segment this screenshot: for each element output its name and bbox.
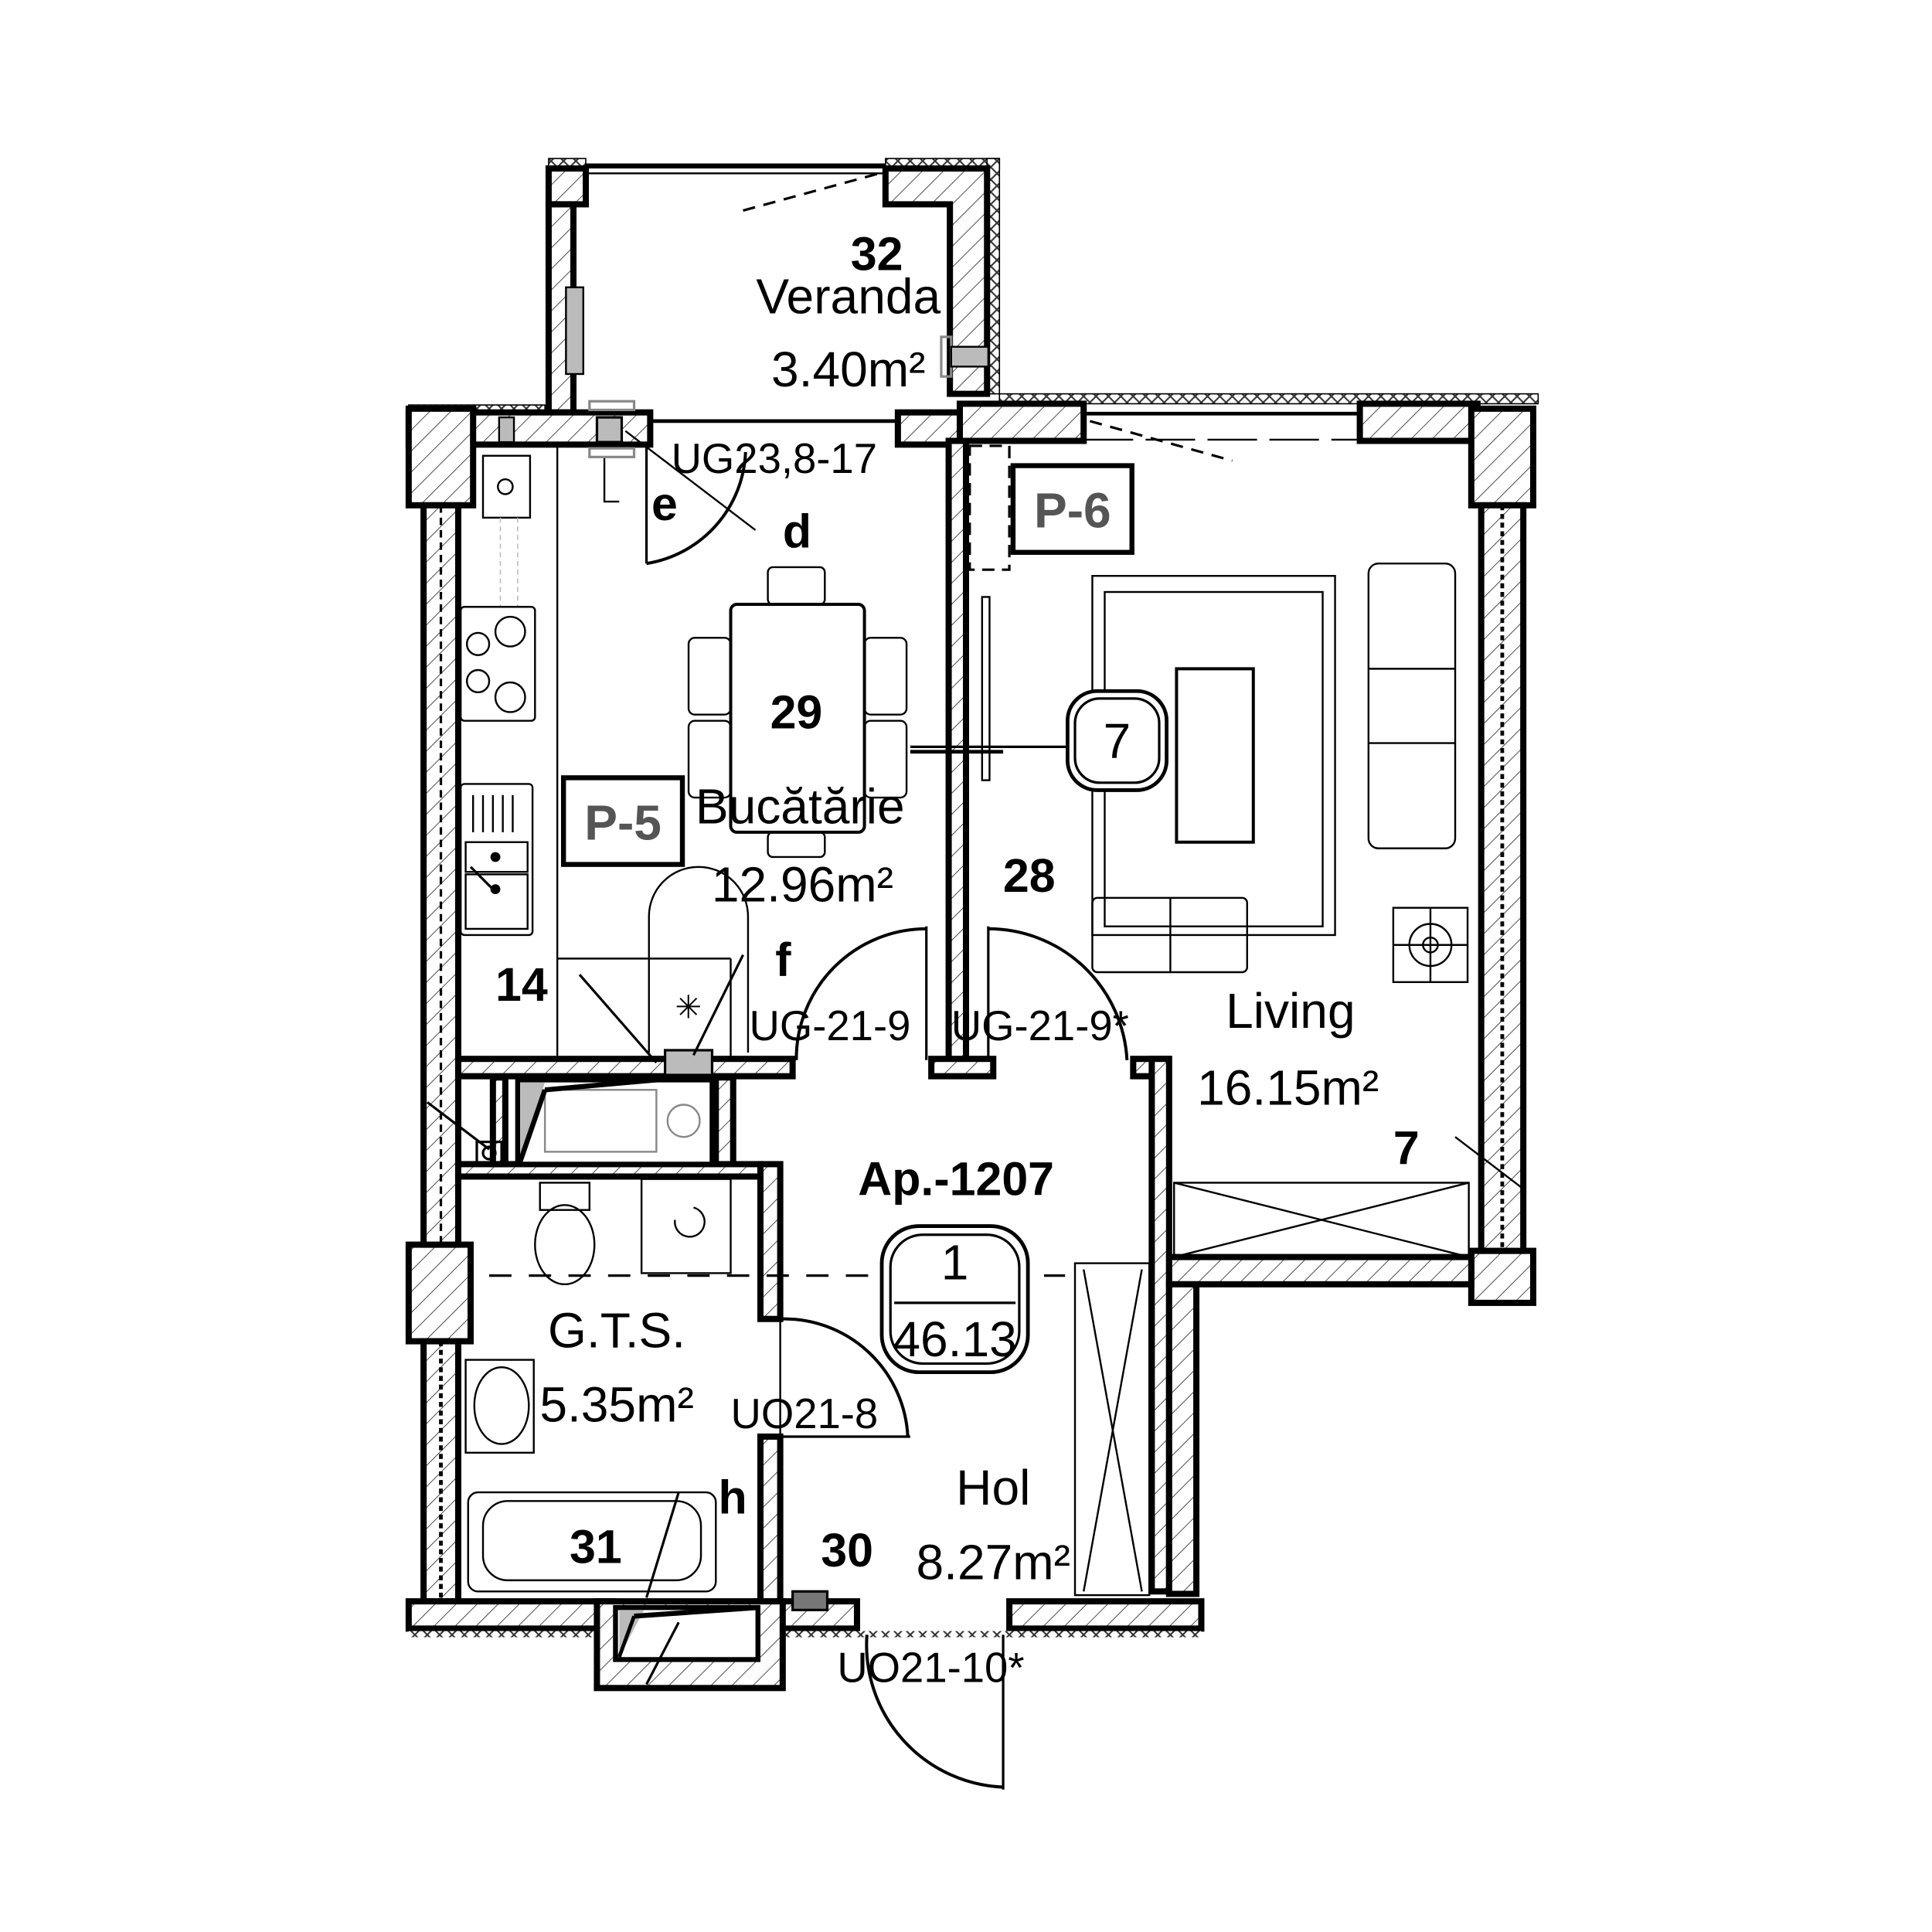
door-tag-ug21-9: UG-21-9: [750, 1002, 911, 1049]
bath-name: G.T.S.: [548, 1303, 685, 1359]
door-tag-ug21-9-star: UG-21-9*: [951, 1002, 1129, 1049]
bath-area: 5.35m²: [539, 1377, 693, 1433]
kitchen-number: 29: [770, 685, 823, 738]
door-tag-uo21-10: UO21-10*: [837, 1644, 1024, 1691]
panel-tag-p6: P-6: [1034, 483, 1111, 539]
marker-7: 7: [1393, 1121, 1420, 1174]
columns: [405, 405, 1536, 1345]
living-name: Living: [1226, 983, 1355, 1039]
bottom-walls: [405, 1590, 1205, 1692]
marker-d: d: [783, 505, 811, 557]
door-tag-ug23: UG23,8-17: [672, 435, 877, 482]
side-walls: [420, 502, 1527, 1605]
section-bubble: [1066, 689, 1169, 792]
marker-f: f: [775, 934, 791, 986]
marker-14: 14: [495, 958, 548, 1011]
coffee-table-icon: [1175, 667, 1255, 844]
sofa-icon: [1367, 562, 1457, 849]
veranda-number: 32: [851, 227, 903, 280]
sink-icon: [459, 783, 534, 937]
washing-machine-icon: [640, 1178, 732, 1274]
hall-name: Hol: [956, 1460, 1030, 1515]
svg-text:✳: ✳: [675, 988, 702, 1025]
top-walls: [405, 393, 1539, 462]
kitchen-area: 12.96m²: [712, 857, 893, 913]
hall-area: 8.27m²: [917, 1534, 1070, 1590]
section-bubble-number: 7: [1104, 713, 1131, 769]
bathroom-fixtures: [464, 1178, 1151, 1685]
kitchen-fixtures: ✳: [459, 430, 908, 1064]
apartment-rooms-count: 1: [941, 1234, 969, 1290]
kitchen-name: Bucătărie: [696, 779, 905, 835]
apartment-label: Ap.-1207: [858, 1152, 1054, 1205]
living-area: 16.15m²: [1197, 1060, 1379, 1115]
veranda-area: 3.40m²: [771, 342, 925, 397]
veranda-name: Veranda: [756, 268, 940, 324]
stove-icon: [459, 606, 536, 722]
apartment-total-area: 46.13: [893, 1311, 1016, 1367]
living-number: 28: [1003, 849, 1056, 902]
bath-number: 31: [570, 1520, 622, 1573]
doors: [779, 926, 1129, 1790]
toilet-icon: [534, 1204, 596, 1286]
washbasin-icon: [473, 1366, 530, 1445]
hall-number: 30: [821, 1524, 873, 1577]
marker-e: e: [651, 478, 678, 530]
apartment-bubble: [879, 1224, 1030, 1375]
marker-h: h: [718, 1471, 747, 1523]
panel-tag-boxes: [560, 463, 1134, 867]
bathtub-icon: [467, 1491, 717, 1593]
panel-tag-p5: P-5: [584, 795, 662, 851]
door-tag-uo21-8: UO21-8: [731, 1390, 879, 1437]
